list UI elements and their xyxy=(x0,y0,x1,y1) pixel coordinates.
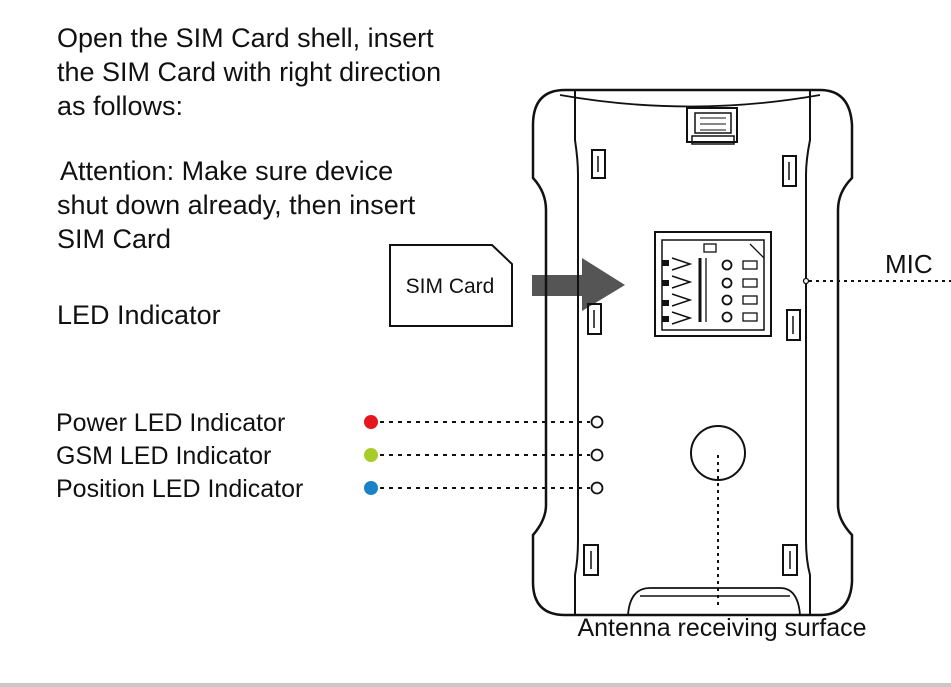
device-bottom-tab xyxy=(627,587,801,616)
mic-hole xyxy=(802,277,810,285)
position-led-dot xyxy=(364,481,378,495)
attention-line-3: SIM Card xyxy=(57,224,172,254)
bottom-divider xyxy=(0,683,951,687)
led-section-title: LED Indicator xyxy=(57,300,221,330)
sim-slot xyxy=(654,231,772,337)
usb-port xyxy=(686,107,738,145)
device-inner-edge xyxy=(574,90,811,615)
position-led-label: Position LED Indicator xyxy=(56,475,304,503)
position-led-hole xyxy=(590,481,604,495)
instruction-line-1: Open the SIM Card shell, insert xyxy=(57,23,434,53)
mic-label: MIC xyxy=(885,249,933,279)
instruction-line-2: the SIM Card with right direction xyxy=(57,57,442,87)
gsm-led-label: GSM LED Indicator xyxy=(56,442,272,470)
gsm-led-hole xyxy=(590,448,604,462)
power-led-label: Power LED Indicator xyxy=(56,409,286,437)
device-outer-body xyxy=(531,88,854,617)
sim-card-shape xyxy=(389,244,513,327)
antenna-label: Antenna receiving surface xyxy=(577,614,866,642)
instruction-line-3: as follows: xyxy=(57,91,184,121)
device-top-curve xyxy=(559,94,821,108)
antenna-circle xyxy=(690,425,746,481)
attention-line-1: Attention: Make sure device xyxy=(60,156,394,186)
power-led-hole xyxy=(590,415,604,429)
gsm-led-dot xyxy=(364,448,378,462)
power-led-dot xyxy=(364,415,378,429)
led-leaders xyxy=(380,421,590,489)
clip-slots xyxy=(583,149,801,576)
sim-card-label: SIM Card xyxy=(406,275,495,298)
attention-line-2: shut down already, then insert xyxy=(57,190,416,220)
